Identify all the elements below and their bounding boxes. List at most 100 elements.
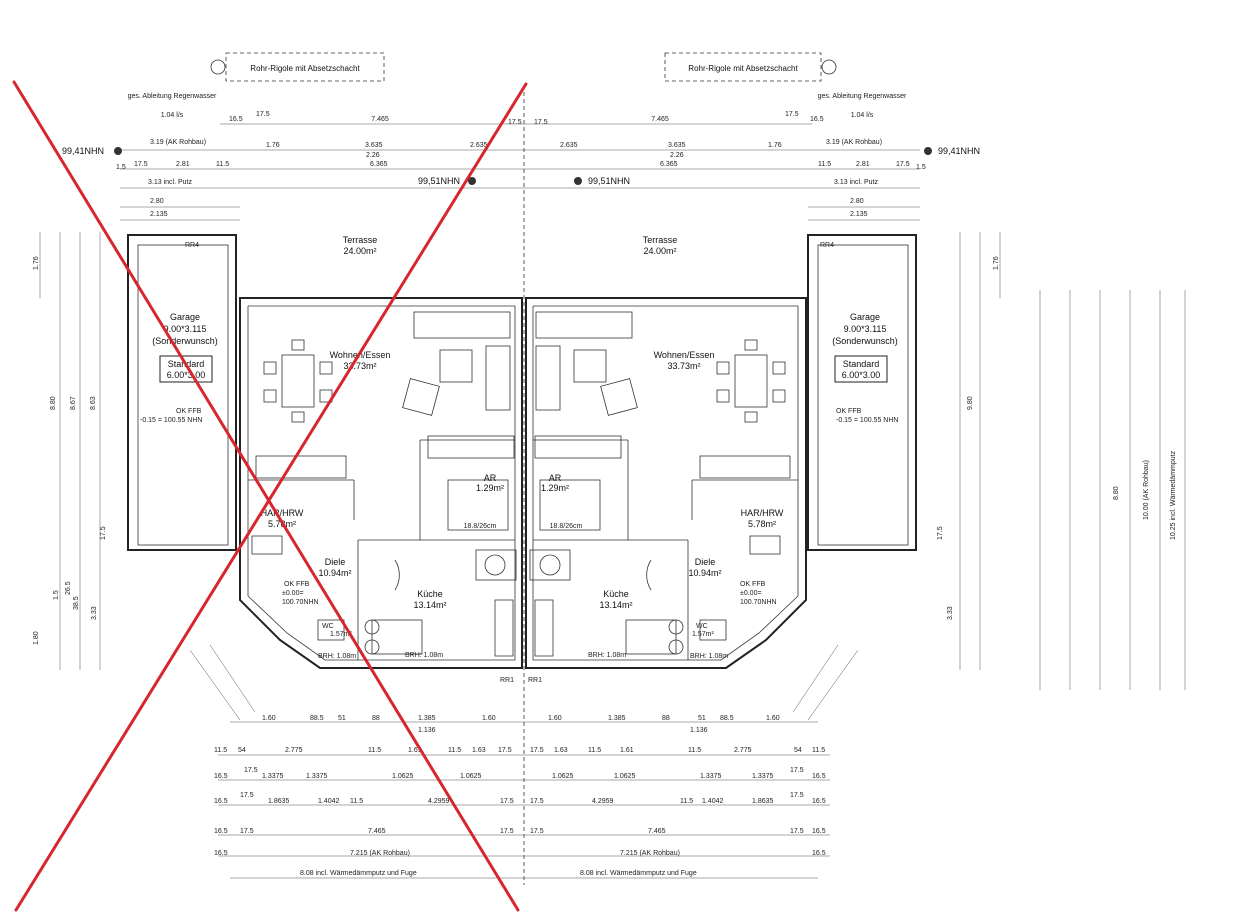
wc-left-name: WC [322,623,334,630]
hall-right-area: 10.94m² [688,568,721,578]
b2-r3: 11.5 [588,747,601,754]
right-vert-10-25: 10.25 incl. Wärmedämmputz [1170,450,1177,540]
bottom-mid-4: 88 [372,715,380,722]
drain-rate-right: 1.04 l/s [851,112,874,119]
rigole-left: Rohr-Rigole mit Absetzschacht [210,52,385,82]
house-right-walls [525,297,807,669]
b5-r4: 16.5 [812,828,826,835]
b4-7: 17.5 [500,798,514,805]
terrace-left-name: Terrasse [343,235,378,245]
b2-r7: 54 [794,747,802,754]
bottom-total-left: 7.215 (AK Rohbau) [350,850,410,857]
b4-r3: 11.5 [680,798,693,805]
wc-left-area: 1.57m² [330,631,352,638]
b3-r3: 1.3375 [700,773,722,780]
b2-r8: 11.5 [812,747,825,754]
rr1-left: RR1 [500,677,514,684]
living-right-name: Wohnen/Essen [654,350,715,360]
dim-top-8: 16.5 [810,116,824,123]
garage-left-standard-size: 6.00*3.00 [167,370,206,380]
b4-5: 11.5 [350,798,363,805]
drain-label-left: ges. Ableitung Regenwasser [128,93,217,100]
side-small-5: 1.80 [33,631,40,645]
dim-row3-8: 2.81 [856,161,870,168]
garage-left-size: 9.00*3.115 [164,324,207,334]
garage-left-title: Garage [170,312,200,322]
garage-dim-left-2: 2.135 [150,211,168,218]
bottom-mid-r5: 88.5 [720,715,734,722]
bottom-mid-1: 1.60 [262,715,276,722]
b2-2: 54 [238,747,246,754]
left-vert-1: 8.80 [50,396,57,410]
level-outer-right: 99,41NHN [938,146,980,156]
house-left-walls [239,297,523,669]
dim-row3-7: 11.5 [818,161,831,168]
b5-1: 16.5 [214,828,228,835]
outer-width-left: 3.19 (AK Rohbau) [150,139,206,146]
right-side-small-1: 1.76 [993,256,1000,270]
b4-2: 17.5 [240,792,254,799]
dim-row2-2: 3.635 [365,142,383,149]
garage-dim-left-1: 2.80 [150,198,164,205]
dim-row2-7: 2.26 [670,152,684,159]
garage-width-right: 3.13 incl. Putz [834,179,878,186]
dim-top-4: 17.5 [508,119,522,126]
left-vert-3: 8.63 [90,396,97,410]
bottom-136-right: 1.136 [690,727,708,734]
b3-3: 1.3375 [262,773,284,780]
brh-right: BRH: 1.08m [690,653,728,660]
b3-6: 1.0625 [460,773,482,780]
kitchen-right-area: 13.14m² [599,600,632,610]
living-right-area: 33.73m² [667,361,700,371]
b2-6: 11.5 [448,747,461,754]
right-vert-small-1: 8.80 [1113,486,1120,500]
top-dimension-lines [120,123,920,221]
wc-right-area: 1.57m² [692,631,714,638]
dim-row3-4: 11.5 [216,161,229,168]
b6-r1: 16.5 [812,850,826,857]
bottom-mid-6: 1.60 [482,715,496,722]
drain-label-right: ges. Ableitung Regenwasser [818,93,907,100]
bottom-mid-r2: 1.385 [608,715,626,722]
level-marker-right: 99,41NHN [924,146,980,156]
ar-left-name: AR [484,473,497,483]
okffb-right: OK FFB [740,581,766,588]
b4-r6: 17.5 [790,792,804,799]
dim-row2-5: 2.635 [560,142,578,149]
okffb-left-val: ±0.00= [282,590,304,597]
bottom-mid-2: 88.5 [310,715,324,722]
dim-row3-10: 1.5 [916,164,926,171]
okffb-left: OK FFB [284,581,310,588]
garage-width-left: 3.13 incl. Putz [148,179,192,186]
b3-r4: 1.3375 [752,773,774,780]
dim-row3-3: 2.81 [176,161,190,168]
furniture-right [529,311,791,657]
garage-right-title: Garage [850,312,880,322]
kitchen-left-name: Küche [417,589,443,599]
bottom-mid-r6: 1.60 [766,715,780,722]
furniture-left [251,311,517,657]
hall-left-area: 10.94m² [318,568,351,578]
dim-top-5: 17.5 [534,119,548,126]
b4-r5: 1.8635 [752,798,774,805]
b5-2: 17.5 [240,828,254,835]
bottom-overall-right: 8.08 incl. Wärmedämmputz und Fuge [580,870,697,877]
dim-row3-1: 1.5 [116,164,126,171]
b4-r7: 16.5 [812,798,826,805]
bottom-mid-5: 1.385 [418,715,436,722]
kitchen-right-name: Küche [603,589,629,599]
okffb-right-val: ±0.00= [740,590,762,597]
garage-right-note: (Sonderwunsch) [832,336,898,346]
side-small-6: 38.5 [73,596,80,610]
b4-3: 1.8635 [268,798,290,805]
dim-top-2: 17.5 [256,111,270,118]
dim-row3-5: 6.365 [370,161,388,168]
side-small-3: 1.5 [53,590,60,600]
right-side-small-2: 17.5 [937,526,944,540]
har-right-area: 5.78m² [748,519,776,529]
b5-r3: 17.5 [790,828,804,835]
b2-7: 1.63 [472,747,486,754]
b4-r1: 17.5 [530,798,544,805]
rigole-label-left: Rohr-Rigole mit Absetzschacht [250,64,360,73]
garage-dim-right-2: 2.135 [850,211,868,218]
